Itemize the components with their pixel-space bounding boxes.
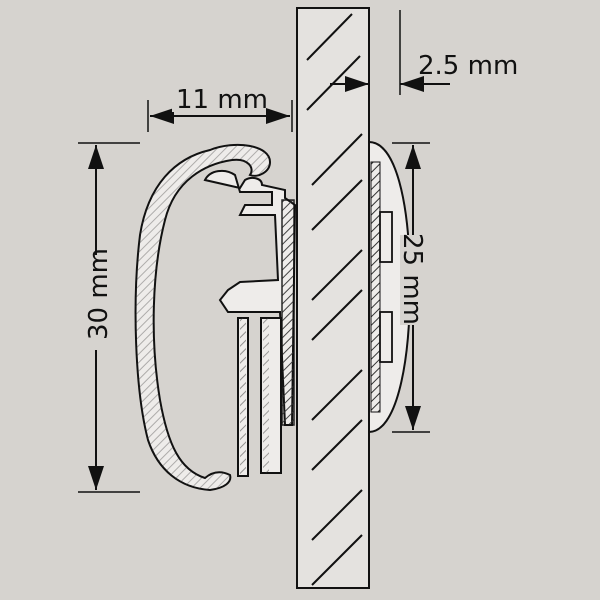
arrow-left-icon [150, 108, 174, 124]
arrow-right-icon [345, 76, 369, 92]
arrow-up-icon [88, 145, 104, 169]
arrow-up-icon [405, 145, 421, 169]
profile-depth-label: 11 mm [176, 85, 268, 115]
dimension-glass-gap: 2.5 mm [330, 10, 518, 95]
arrow-left-icon [400, 76, 424, 92]
arrow-right-icon [266, 108, 290, 124]
glass-gap-label: 2.5 mm [418, 51, 518, 81]
snap-frame-profile [134, 143, 297, 492]
arrow-down-icon [405, 406, 421, 430]
dimension-profile-depth: 11 mm [147, 84, 293, 132]
glass-panel [296, 7, 370, 589]
arrow-down-icon [88, 466, 104, 490]
dimension-pad-height: 25 mm [392, 142, 432, 433]
dimension-profile-height: 30 mm [78, 142, 140, 493]
adhesive-pad [368, 140, 412, 434]
profile-height-label: 30 mm [84, 248, 114, 340]
pad-height-label: 25 mm [397, 233, 427, 325]
